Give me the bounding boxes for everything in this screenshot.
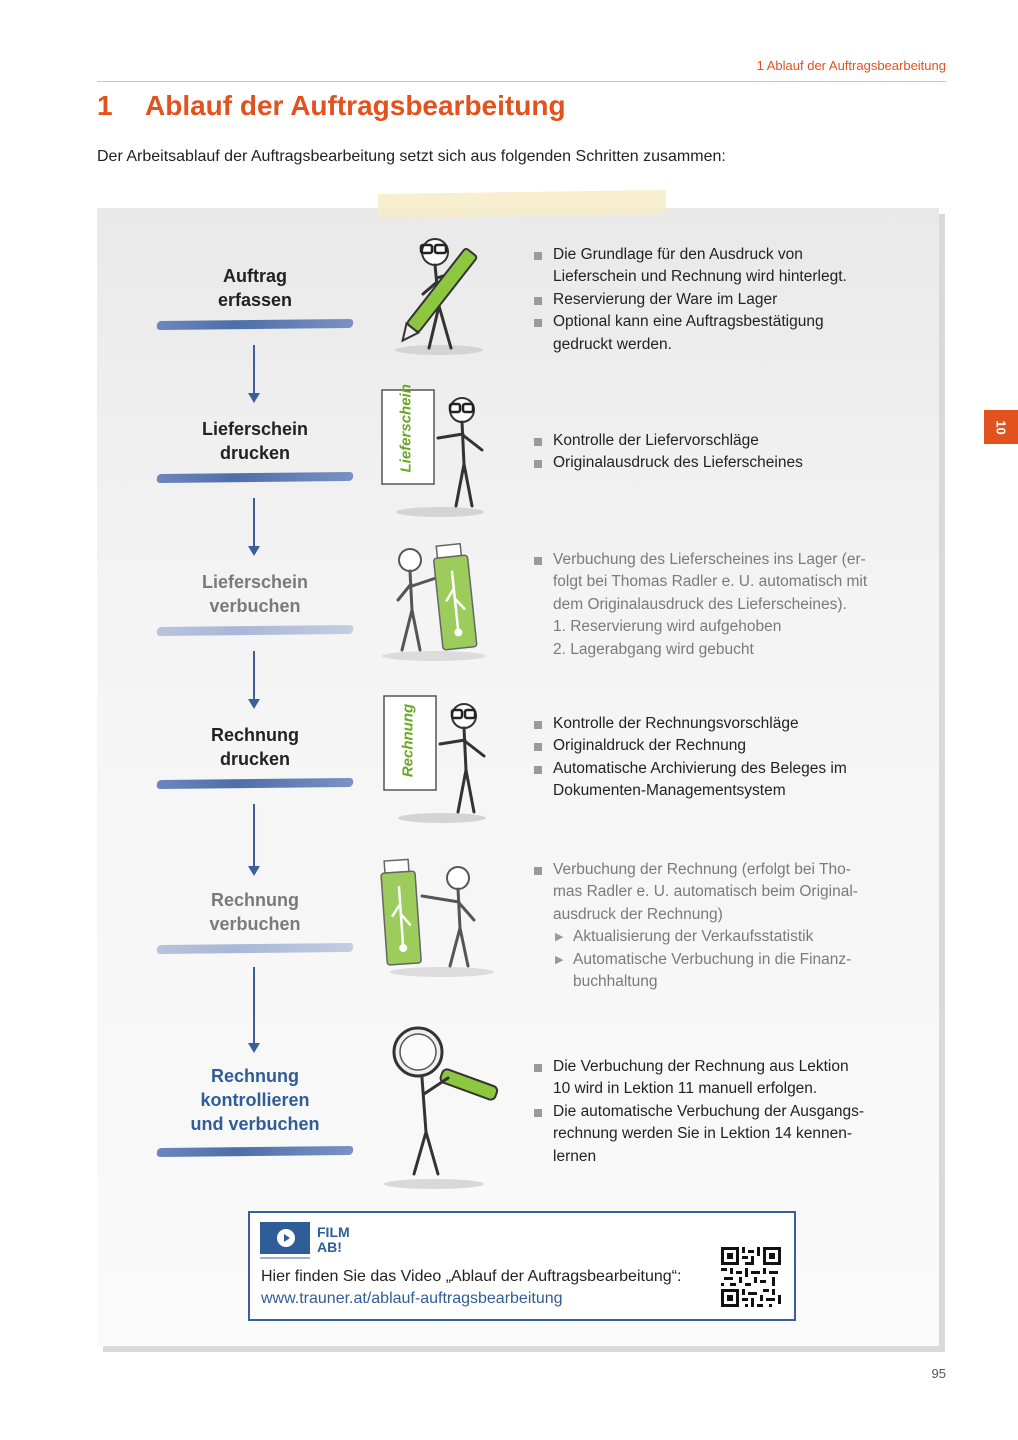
- film-title: FILM AB!: [317, 1224, 350, 1255]
- step-lieferschein-drucken: Lieferschein drucken: [156, 415, 354, 495]
- bullet-continuation: 10 wird in Lektion 11 manuell erfolgen.: [553, 1080, 818, 1098]
- sign-figure: Lieferschein: [378, 384, 490, 518]
- qr-code: [721, 1247, 781, 1307]
- step-label: Auftrag erfassen: [217, 266, 293, 310]
- usb-stick-figure: [382, 542, 486, 661]
- running-head: 1 Ablauf der Auftragsbearbeitung: [756, 58, 946, 73]
- numbered-item: 2. Lagerabgang wird gebucht: [553, 640, 754, 658]
- magnifier-figure: [384, 1026, 499, 1189]
- sign-text: Lieferschein: [397, 384, 415, 473]
- film-progress-line: [260, 1257, 310, 1259]
- intro-text: Der Arbeitsablauf der Auftragsbearbeitun…: [97, 148, 726, 165]
- flow-arrow: [248, 967, 260, 1053]
- step-6-bullets: Die Verbuchung der Rechnung aus Lektion …: [533, 1056, 893, 1168]
- sign-figure: Rechnung: [380, 692, 492, 824]
- step-lieferschein-verbuchen: Lieferschein verbuchen: [156, 568, 354, 648]
- chapter-title: 1 Ablauf der Auftragsbearbeitung: [97, 90, 566, 122]
- bullet-continuation: mas Radler e. U. automatisch beim Origin…: [553, 883, 858, 901]
- step-rechnung-kontrollieren: Rechnung kontrollieren und verbuchen: [156, 1063, 354, 1163]
- bullet-continuation: gedruckt werden.: [553, 335, 672, 353]
- step-label: Lieferschein drucken: [201, 419, 309, 463]
- bullet-continuation: lernen: [553, 1147, 597, 1165]
- triangle-bullet-icon: ▶: [555, 953, 564, 966]
- chapter-number: 1: [97, 90, 113, 121]
- film-text: Hier finden Sie das Video „Ablauf der Au…: [261, 1268, 682, 1285]
- brush-underline: [156, 624, 354, 637]
- brush-underline: [156, 777, 354, 790]
- tape-strip: [377, 189, 667, 219]
- bullet-continuation: Dokumenten-Managementsystem: [553, 782, 786, 800]
- usb-stick-figure: [380, 858, 494, 977]
- step-label: Lieferschein verbuchen: [201, 572, 309, 616]
- bullet-item: Verbuchung des Lieferscheines ins Lager …: [533, 549, 893, 571]
- flow-arrow: [248, 345, 260, 403]
- play-icon[interactable]: [277, 1229, 295, 1247]
- bullet-item: Kontrolle der Rechnungsvorschläge: [533, 713, 893, 735]
- page-number: 95: [931, 1366, 946, 1381]
- step-2-bullets: Kontrolle der Liefervorschläge Originala…: [533, 430, 893, 475]
- step-rechnung-drucken: Rechnung drucken: [156, 721, 354, 801]
- step-label: Rechnung verbuchen: [209, 890, 301, 934]
- step-label: Rechnung kontrollieren und verbuchen: [190, 1066, 320, 1134]
- sub-bullet-item: ▶Aktualisierung der Verkaufsstatistik: [533, 926, 893, 948]
- film-link[interactable]: www.trauner.at/ablauf-auftragsbearbeitun…: [261, 1290, 563, 1307]
- step-5-bullets: Verbuchung der Rechnung (erfolgt bei Tho…: [533, 859, 893, 993]
- brush-underline: [156, 471, 354, 484]
- step-rechnung-verbuchen: Rechnung verbuchen: [156, 886, 354, 966]
- step-3-bullets: Verbuchung des Lieferscheines ins Lager …: [533, 549, 893, 661]
- bullet-item: Die Verbuchung der Rechnung aus Lektion: [533, 1056, 893, 1078]
- flow-arrow: [248, 804, 260, 876]
- brush-underline: [156, 318, 354, 331]
- step-label: Rechnung drucken: [211, 725, 299, 769]
- bullet-item: Originaldruck der Rechnung: [533, 735, 893, 757]
- bullet-continuation: rechnung werden Sie in Lektion 14 kennen…: [553, 1125, 853, 1143]
- flow-arrow: [248, 651, 260, 709]
- sign-text: Rechnung: [399, 703, 417, 778]
- bullet-item: Die Grundlage für den Ausdruck von: [533, 244, 893, 266]
- workflow-panel: [97, 208, 939, 1346]
- chapter-tab-label: 10: [993, 419, 1009, 435]
- step-4-bullets: Kontrolle der Rechnungsvorschläge Origin…: [533, 713, 893, 803]
- chapter-tab[interactable]: 10: [984, 410, 1018, 444]
- sub-bullet-continuation: buchhaltung: [573, 973, 658, 991]
- header-rule: [97, 81, 946, 82]
- film-box: [248, 1211, 796, 1321]
- bullet-item: Optional kann eine Auftragsbestätigung: [533, 311, 893, 333]
- bullet-item: Reservierung der Ware im Lager: [533, 289, 893, 311]
- sub-bullet-item: ▶Automatische Verbuchung in die Finanz-: [533, 949, 893, 971]
- bullet-item: Die automatische Verbuchung der Ausgangs…: [533, 1101, 893, 1123]
- bullet-item: Originalausdruck des Lieferscheines: [533, 452, 893, 474]
- bullet-continuation: ausdruck der Rechnung): [553, 905, 723, 923]
- bullet-item: Automatische Archivierung des Beleges im: [533, 758, 893, 780]
- step-1-bullets: Die Grundlage für den Ausdruck von Liefe…: [533, 244, 893, 356]
- bullet-continuation: folgt bei Thomas Radler e. U. automatisc…: [553, 573, 868, 591]
- triangle-bullet-icon: ▶: [555, 931, 564, 944]
- bullet-continuation: Lieferschein und Rechnung wird hinterleg…: [553, 268, 847, 286]
- brush-underline: [156, 942, 354, 955]
- bullet-continuation: dem Originalausdruck des Lieferscheines)…: [553, 595, 847, 613]
- pencil-figure: [395, 238, 483, 355]
- numbered-item: 1. Reservierung wird aufgehoben: [553, 618, 782, 636]
- chapter-title-text: Ablauf der Auftragsbearbeitung: [145, 90, 566, 121]
- flow-arrow: [248, 498, 260, 556]
- step-auftrag-erfassen: Auftrag erfassen: [156, 262, 354, 342]
- bullet-item: Verbuchung der Rechnung (erfolgt bei Tho…: [533, 859, 893, 881]
- bullet-item: Kontrolle der Liefervorschläge: [533, 430, 893, 452]
- brush-underline: [156, 1145, 354, 1158]
